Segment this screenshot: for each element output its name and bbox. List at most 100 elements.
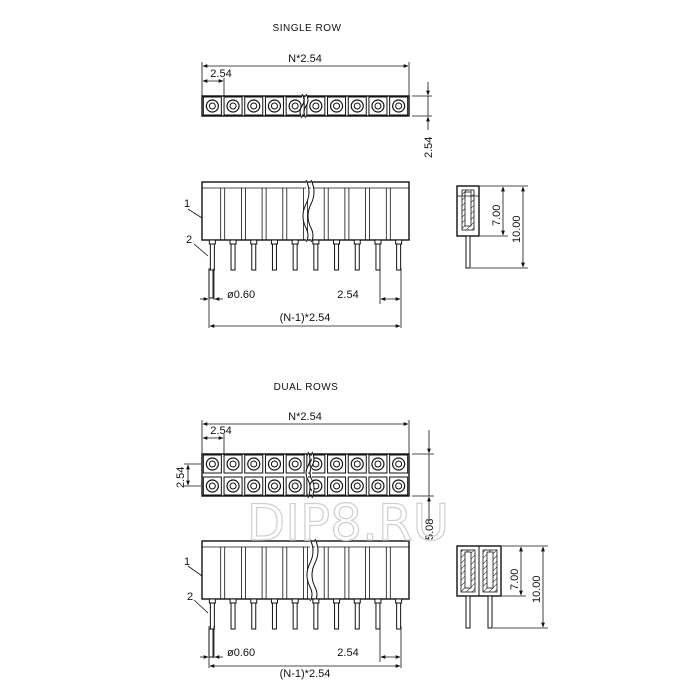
- bottom-dimensions: [200, 626, 402, 668]
- contact-hole-inner: [208, 460, 216, 468]
- pin: [334, 243, 340, 271]
- pin-collar: [312, 239, 320, 245]
- pin: [271, 602, 277, 630]
- contact-hole-inner: [395, 482, 403, 490]
- pin: [375, 602, 381, 630]
- pin-collar: [270, 239, 278, 245]
- pin-collar: [291, 239, 299, 245]
- pin: [313, 243, 319, 271]
- pin-extended: [208, 269, 214, 299]
- contact-hole-inner: [374, 102, 382, 110]
- dim-span: (N-1)*2.54: [280, 668, 331, 680]
- dim-pin-diameter: ø0.60: [227, 647, 255, 659]
- pin-collar: [374, 598, 382, 604]
- contact-hole-inner: [312, 102, 320, 110]
- contact-hole-inner: [208, 102, 216, 110]
- single-row-section: SINGLE ROW N*2.54 2.54 2.54: [184, 23, 528, 328]
- dim-total-length: N*2.54: [288, 53, 322, 65]
- row-pitch-dimension: [412, 82, 432, 130]
- pin: [396, 602, 402, 630]
- contact-hole-inner: [333, 102, 341, 110]
- dim-pin-diameter: ø0.60: [227, 289, 255, 301]
- dim-pitch: 2.54: [210, 425, 231, 437]
- pin: [375, 243, 381, 271]
- contact-hole-inner: [270, 102, 278, 110]
- bottom-dimensions: [200, 268, 402, 328]
- pin: [251, 243, 257, 271]
- contact-hole-inner: [208, 482, 216, 490]
- pin-collar: [333, 598, 341, 604]
- pin: [271, 243, 277, 271]
- pin-collar: [395, 598, 403, 604]
- dim-span: (N-1)*2.54: [280, 312, 331, 324]
- pin: [354, 243, 360, 271]
- dim-pitch: 2.54: [210, 68, 231, 80]
- pin: [230, 243, 236, 271]
- contact-hole-inner: [291, 102, 299, 110]
- row-pitch-dimension: [184, 463, 201, 487]
- pin-collar: [333, 239, 341, 245]
- pin-extended: [208, 628, 214, 658]
- pin: [251, 602, 257, 630]
- contact-hole-inner: [353, 102, 361, 110]
- dim-height-inner: 7.00: [509, 569, 521, 590]
- pin: [313, 602, 319, 630]
- dim-row-span: 5.08: [424, 519, 436, 540]
- top-view-strip: [201, 451, 410, 499]
- pin: [396, 243, 402, 271]
- dim-height-inner: 7.00: [491, 205, 503, 226]
- contact-hole-inner: [333, 460, 341, 468]
- contact-hole-inner: [333, 482, 341, 490]
- pin: [230, 602, 236, 630]
- dim-height-outer: 10.00: [511, 215, 523, 243]
- callout-1: 1: [184, 198, 190, 210]
- contact-hole-inner: [270, 482, 278, 490]
- contact-hole-inner: [229, 102, 237, 110]
- pin-collar: [208, 598, 216, 604]
- side-view: [456, 185, 480, 269]
- callout-2: 2: [186, 234, 192, 246]
- pin-collar: [229, 598, 237, 604]
- dim-row-pitch: 2.54: [423, 137, 435, 158]
- dim-height-outer: 10.00: [531, 575, 543, 603]
- pin: [292, 243, 298, 271]
- pin-collar: [270, 598, 278, 604]
- contact-hole-inner: [353, 482, 361, 490]
- pin-collar: [374, 239, 382, 245]
- watermark: DIP8.RU: [247, 494, 449, 552]
- contact-hole-inner: [270, 460, 278, 468]
- pin-collar: [250, 239, 258, 245]
- callout-2: 2: [187, 591, 193, 603]
- contact-hole-inner: [250, 102, 258, 110]
- callout-leaders: [187, 208, 209, 257]
- side-view: [456, 545, 502, 629]
- contact-hole-inner: [291, 460, 299, 468]
- dim-pitch-bottom: 2.54: [337, 289, 358, 301]
- pin: [209, 243, 215, 271]
- row-span-dimension: [412, 430, 434, 520]
- pin-collar: [208, 239, 216, 245]
- front-view-body: [201, 538, 410, 602]
- top-view-strip: [201, 93, 410, 119]
- pin-collar: [229, 239, 237, 245]
- pin: [292, 602, 298, 630]
- contact-hole-inner: [374, 460, 382, 468]
- pin-collar: [353, 239, 361, 245]
- contact-hole-inner: [374, 482, 382, 490]
- pin-collar: [395, 239, 403, 245]
- dual-rows-section: DUAL ROWS N*2.54 2.54 2.54: [175, 382, 548, 680]
- pin-row: [208, 598, 403, 658]
- pin-collar: [250, 598, 258, 604]
- contact-hole-inner: [250, 460, 258, 468]
- side-view-dimensions: [471, 185, 528, 269]
- side-view-dimensions: [493, 545, 548, 629]
- section-title: DUAL ROWS: [274, 382, 339, 393]
- front-view-body: [201, 179, 410, 243]
- contact-hole-inner: [229, 482, 237, 490]
- dim-row-pitch: 2.54: [175, 467, 187, 488]
- contact-hole-inner: [395, 460, 403, 468]
- pin: [334, 602, 340, 630]
- pin-row: [208, 239, 403, 299]
- contact-hole-inner: [291, 482, 299, 490]
